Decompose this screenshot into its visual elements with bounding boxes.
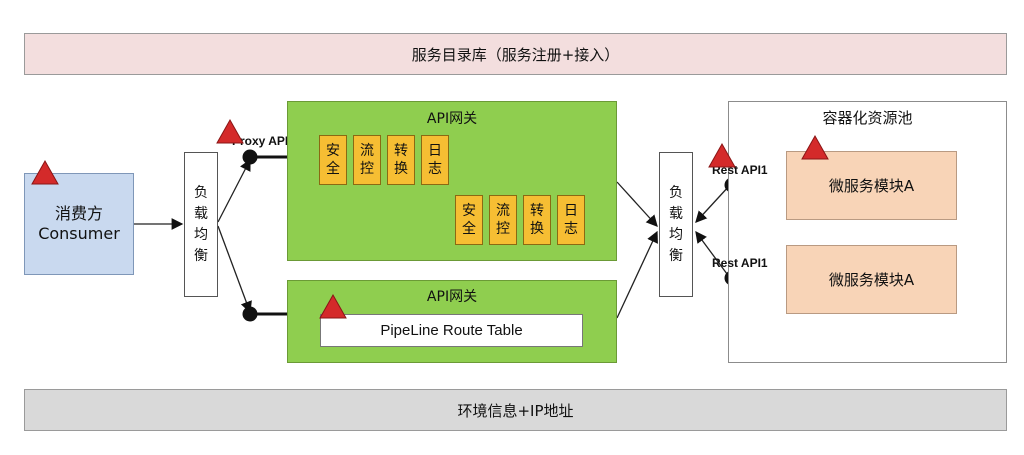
chip-char: 志	[428, 161, 442, 177]
lb-char: 负	[669, 184, 683, 201]
route-table-label: PipeLine Route Table	[380, 322, 523, 339]
chip-char: 流	[496, 203, 510, 219]
warning-triangle-icon	[31, 160, 59, 185]
chip-transform: 转 换	[387, 135, 415, 185]
lb-char: 衡	[669, 247, 683, 264]
lb-char: 均	[669, 226, 683, 243]
environment-info-band: 环境信息+IP地址	[24, 389, 1007, 431]
service-registry-label: 服务目录库（服务注册+接入）	[411, 45, 620, 64]
warning-triangle-icon	[319, 294, 347, 319]
load-balancer-right: 负 载 均 衡	[659, 152, 693, 297]
chip-log: 日 志	[421, 135, 449, 185]
chip-char: 安	[326, 143, 340, 159]
container-pool-title: 容器化资源池	[822, 109, 913, 127]
gateway-top-title: API网关	[426, 111, 478, 127]
chip-char: 换	[394, 161, 408, 177]
microservice-module-2: 微服务模块A	[786, 245, 957, 314]
load-balancer-left: 负 载 均 衡	[184, 152, 218, 297]
consumer-label-cn: 消费方	[54, 204, 103, 223]
gateway-bottom-title: API网关	[426, 289, 478, 305]
microservice-label: 微服务模块A	[828, 271, 915, 289]
chip-char: 控	[360, 161, 374, 177]
warning-triangle-icon	[216, 119, 244, 144]
service-registry-band: 服务目录库（服务注册+接入）	[24, 33, 1007, 75]
chip-transform: 转 换	[523, 195, 551, 245]
pipeline-route-table: PipeLine Route Table	[320, 314, 583, 347]
chip-flow-control: 流 控	[353, 135, 381, 185]
chip-char: 全	[326, 161, 340, 177]
chip-char: 日	[564, 203, 578, 219]
chip-char: 换	[530, 221, 544, 237]
chip-char: 控	[496, 221, 510, 237]
chip-char: 志	[564, 221, 578, 237]
chip-char: 转	[530, 203, 544, 219]
container-resource-pool: 容器化资源池	[728, 101, 1007, 363]
rest-api-label-2: Rest API1	[712, 256, 768, 270]
warning-triangle-icon	[801, 135, 829, 160]
lb-char: 载	[194, 205, 208, 222]
consumer-box: 消费方 Consumer	[24, 173, 134, 275]
chip-char: 流	[360, 143, 374, 159]
warning-triangle-icon	[708, 143, 736, 168]
chip-security: 安 全	[319, 135, 347, 185]
chip-security: 安 全	[455, 195, 483, 245]
chip-char: 安	[462, 203, 476, 219]
chip-char: 全	[462, 221, 476, 237]
environment-info-label: 环境信息+IP地址	[457, 401, 574, 420]
lb-char: 均	[194, 226, 208, 243]
chip-log: 日 志	[557, 195, 585, 245]
lb-char: 载	[669, 205, 683, 222]
chip-flow-control: 流 控	[489, 195, 517, 245]
lb-char: 负	[194, 184, 208, 201]
lb-char: 衡	[194, 247, 208, 264]
proxy-api-label: Proxy API	[232, 134, 289, 148]
chip-char: 日	[428, 143, 442, 159]
microservice-label: 微服务模块A	[828, 177, 915, 195]
microservice-module-1: 微服务模块A	[786, 151, 957, 220]
chip-char: 转	[394, 143, 408, 159]
consumer-label-en: Consumer	[38, 224, 120, 243]
